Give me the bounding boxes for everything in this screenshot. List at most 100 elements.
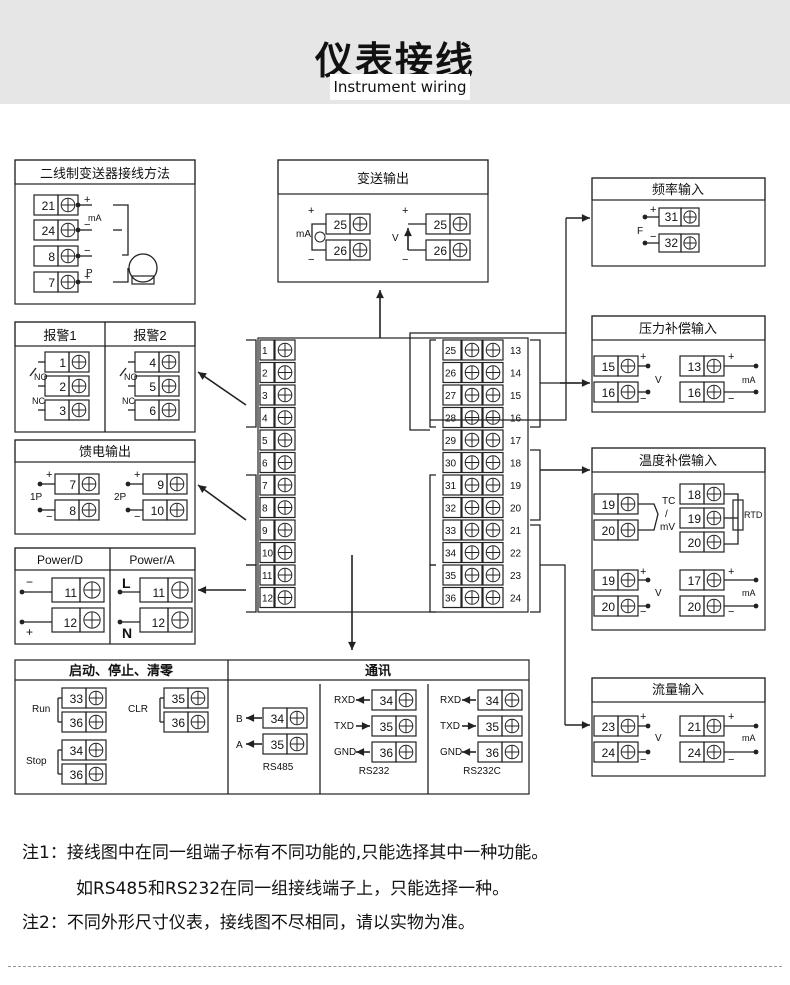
- screw-circle: [171, 611, 189, 629]
- main-right-terminal-number-b: 23: [510, 571, 522, 582]
- main-right-screw: [461, 451, 483, 474]
- power-d-sign: −: [26, 575, 33, 589]
- stop-terminal: 36: [70, 768, 84, 782]
- temp-slash: /: [665, 509, 668, 520]
- rs232-rxd: RXD: [334, 695, 355, 706]
- main-left-number: [259, 361, 275, 384]
- screw-circle: [504, 744, 520, 760]
- control-title: 启动、停止、清零: [69, 663, 174, 678]
- terminal-screw: [349, 239, 371, 261]
- screw-circle: [277, 477, 293, 493]
- two-wire-sign: +: [84, 194, 90, 206]
- screw-circle: [683, 236, 697, 250]
- lead-dot: [19, 619, 25, 625]
- freq-sign: +: [650, 204, 656, 216]
- lead-dot: [75, 227, 81, 233]
- screw-circle: [464, 545, 480, 560]
- rs232c-rxd: RXD: [440, 695, 461, 706]
- screw-circle: [277, 500, 293, 515]
- main-left-terminal-number: 1: [262, 346, 268, 357]
- transmit-sign: +: [308, 205, 314, 217]
- terminal-screw: [187, 711, 209, 733]
- rs485-terminal: 34: [271, 712, 285, 726]
- power-N-label: N: [122, 625, 132, 641]
- main-left-number: [259, 519, 275, 541]
- screw-circle: [71, 402, 87, 418]
- lead-dot: [117, 589, 123, 595]
- right-inner-bracket: [429, 564, 436, 613]
- main-left-screw: [274, 361, 296, 384]
- screw-circle: [620, 384, 636, 400]
- alarm-2-switch: [119, 367, 127, 377]
- run-terminal: 36: [70, 716, 84, 730]
- transmit-sign: +: [402, 205, 408, 217]
- pressure-v-terminal: 16: [602, 386, 616, 400]
- alarm-1-no: NO: [34, 372, 48, 382]
- rtd-resistor: [732, 499, 744, 531]
- main-left-screw: [274, 474, 296, 496]
- panel-freq-header: [591, 177, 766, 201]
- feed-2p-terminal: 9: [157, 478, 164, 492]
- main-left-terminal-number: 9: [262, 526, 268, 537]
- terminal-screw: [167, 607, 193, 633]
- main-right-terminal-number: 28: [445, 414, 457, 425]
- screw-circle: [190, 714, 206, 730]
- freq-terminal: 32: [665, 236, 679, 250]
- alarm-1-switch: [29, 367, 37, 377]
- run-label: Run: [32, 704, 50, 715]
- screw-circle: [464, 342, 480, 358]
- right-group-bracket: [530, 524, 541, 613]
- terminal-screw: [501, 741, 523, 763]
- main-left-screw: [274, 564, 296, 586]
- screw-circle: [352, 242, 368, 258]
- lead-dot: [753, 749, 759, 755]
- terminal-screw: [395, 715, 417, 737]
- terminal-screw: [68, 351, 90, 373]
- main-left-screw: [274, 519, 296, 541]
- screw-circle: [71, 378, 87, 394]
- two-wire-terminal: 21: [42, 199, 56, 213]
- screw-circle: [277, 455, 293, 470]
- flow-sign: +: [728, 711, 734, 723]
- left-group-bracket: [246, 564, 257, 613]
- terminal-screw: [449, 239, 471, 261]
- power-d-title: Power/D: [37, 553, 83, 567]
- power-d-terminal: 12: [64, 616, 78, 630]
- panel-flow-title: 流量输入: [652, 682, 704, 697]
- lead-dot: [125, 507, 131, 513]
- main-right-terminal-number: 29: [445, 436, 457, 447]
- panel-freq-title: 频率输入: [652, 182, 704, 197]
- power-d-sign: +: [26, 625, 33, 639]
- panel-two-wire-header: [14, 159, 196, 185]
- screw-circle: [706, 718, 722, 734]
- main-right-terminal-number: 27: [445, 391, 457, 402]
- main-right-terminal-number: 32: [445, 504, 457, 515]
- lead-dot: [645, 723, 651, 729]
- panel-transmit-title: 变送输出: [357, 171, 409, 186]
- main-right-screw: [482, 429, 504, 451]
- screw-circle: [60, 248, 76, 264]
- screw-circle: [485, 387, 501, 403]
- rs232-label: RS232: [359, 766, 390, 777]
- main-right-number: [442, 474, 462, 496]
- left-group-bracket: [246, 474, 257, 566]
- main-right-terminal-number-b: 19: [510, 481, 522, 492]
- transmit-terminal: 25: [334, 218, 348, 232]
- two-wire-sign: −: [84, 219, 90, 231]
- main-right-terminal-number-b: 18: [510, 459, 522, 470]
- lead-dot: [753, 603, 759, 609]
- main-right-screw: [482, 384, 504, 406]
- main-right-number: [442, 541, 462, 564]
- temp-mA-label: mA: [742, 588, 756, 598]
- rs232c-terminal: 35: [486, 720, 500, 734]
- main-right-screw: [461, 429, 483, 451]
- temp-ma-terminal: 20: [688, 600, 702, 614]
- main-right-screw: [461, 406, 483, 429]
- screw-circle: [706, 744, 722, 760]
- alarm-2-title: 报警2: [133, 328, 166, 343]
- screw-circle: [706, 384, 722, 400]
- main-left-terminal-number: 10: [262, 549, 274, 560]
- lead-dot: [645, 577, 651, 583]
- panel-two-wire-title: 二线制变送器接线方法: [40, 166, 170, 181]
- note-1b: 如RS485和RS232在同一组接线端子上，只能选择一种。: [76, 879, 510, 899]
